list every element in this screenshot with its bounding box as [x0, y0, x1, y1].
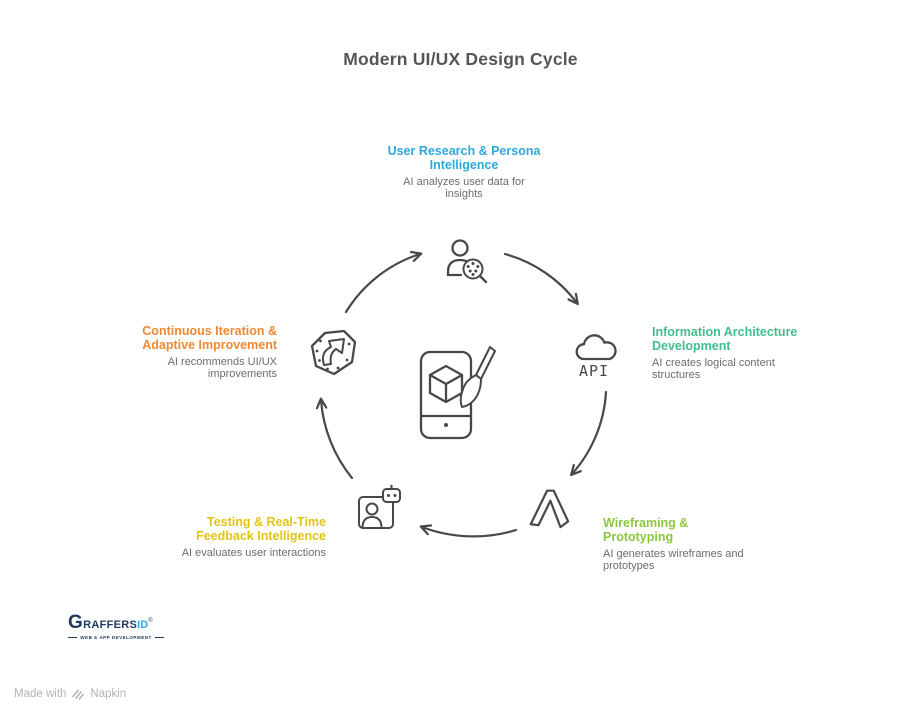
made-with-credit: Made with Napkin: [14, 688, 126, 700]
user-feedback-robot-icon: [355, 484, 403, 534]
device-design-icon: [406, 344, 506, 444]
stage-iteration: Continuous Iteration & Adaptive Improvem…: [137, 324, 277, 380]
stage-title: Testing & Real-Time Feedback Intelligenc…: [196, 515, 326, 543]
prototype-a-icon: [525, 484, 571, 530]
logo-suffix-text: ID: [137, 619, 149, 631]
stage-title: Information Architecture Development: [652, 325, 798, 353]
stage-information-architecture: Information Architecture Development AI …: [652, 325, 802, 381]
stage-user-research: User Research & Persona Intelligence AI …: [384, 144, 544, 200]
cloud-api-icon: API: [572, 328, 620, 378]
tagline-rule-right: [154, 637, 165, 638]
stage-title: Wireframing & Prototyping: [603, 516, 689, 544]
stage-description: AI generates wireframes and prototypes: [603, 548, 744, 572]
napkin-icon: [72, 689, 85, 700]
credit-brand: Napkin: [90, 688, 127, 700]
arrow-wireframing-to-testing: [419, 524, 518, 538]
stage-description: AI analyzes user data for insights: [403, 176, 525, 200]
tagline-text: WEB & APP DEVELOPMENT: [80, 635, 152, 640]
graffersid-logo: GraffersID® WEB & APP DEVELOPMENT: [68, 612, 165, 640]
stage-description: AI creates logical content structures: [652, 357, 775, 381]
arrow-architecture-to-wireframing: [569, 390, 608, 477]
arrow-research-to-architecture: [503, 252, 579, 306]
arrow-testing-to-iteration: [315, 397, 354, 480]
iteration-arrow-icon: [307, 327, 359, 377]
logo-brand-text: Graffers: [68, 612, 138, 633]
api-label: API: [579, 362, 609, 378]
registered-mark: ®: [148, 618, 153, 624]
stage-testing: Testing & Real-Time Feedback Intelligenc…: [126, 515, 326, 559]
stage-description: AI evaluates user interactions: [181, 547, 326, 559]
arrow-iteration-to-research: [344, 250, 423, 314]
stage-description: AI recommends UI/UX improvements: [167, 356, 277, 380]
user-magnifier-icon: [441, 236, 491, 288]
logo-wordmark: GraffersID®: [68, 612, 164, 634]
stage-title: Continuous Iteration & Adaptive Improvem…: [142, 324, 277, 352]
stage-wireframing: Wireframing & Prototyping AI generates w…: [603, 516, 753, 572]
credit-prefix: Made with: [14, 688, 67, 700]
logo-tagline: WEB & APP DEVELOPMENT: [68, 635, 165, 640]
stage-title: User Research & Persona Intelligence: [387, 144, 541, 172]
tagline-rule-left: [68, 637, 78, 638]
page-title: Modern UI/UX Design Cycle: [343, 49, 578, 69]
